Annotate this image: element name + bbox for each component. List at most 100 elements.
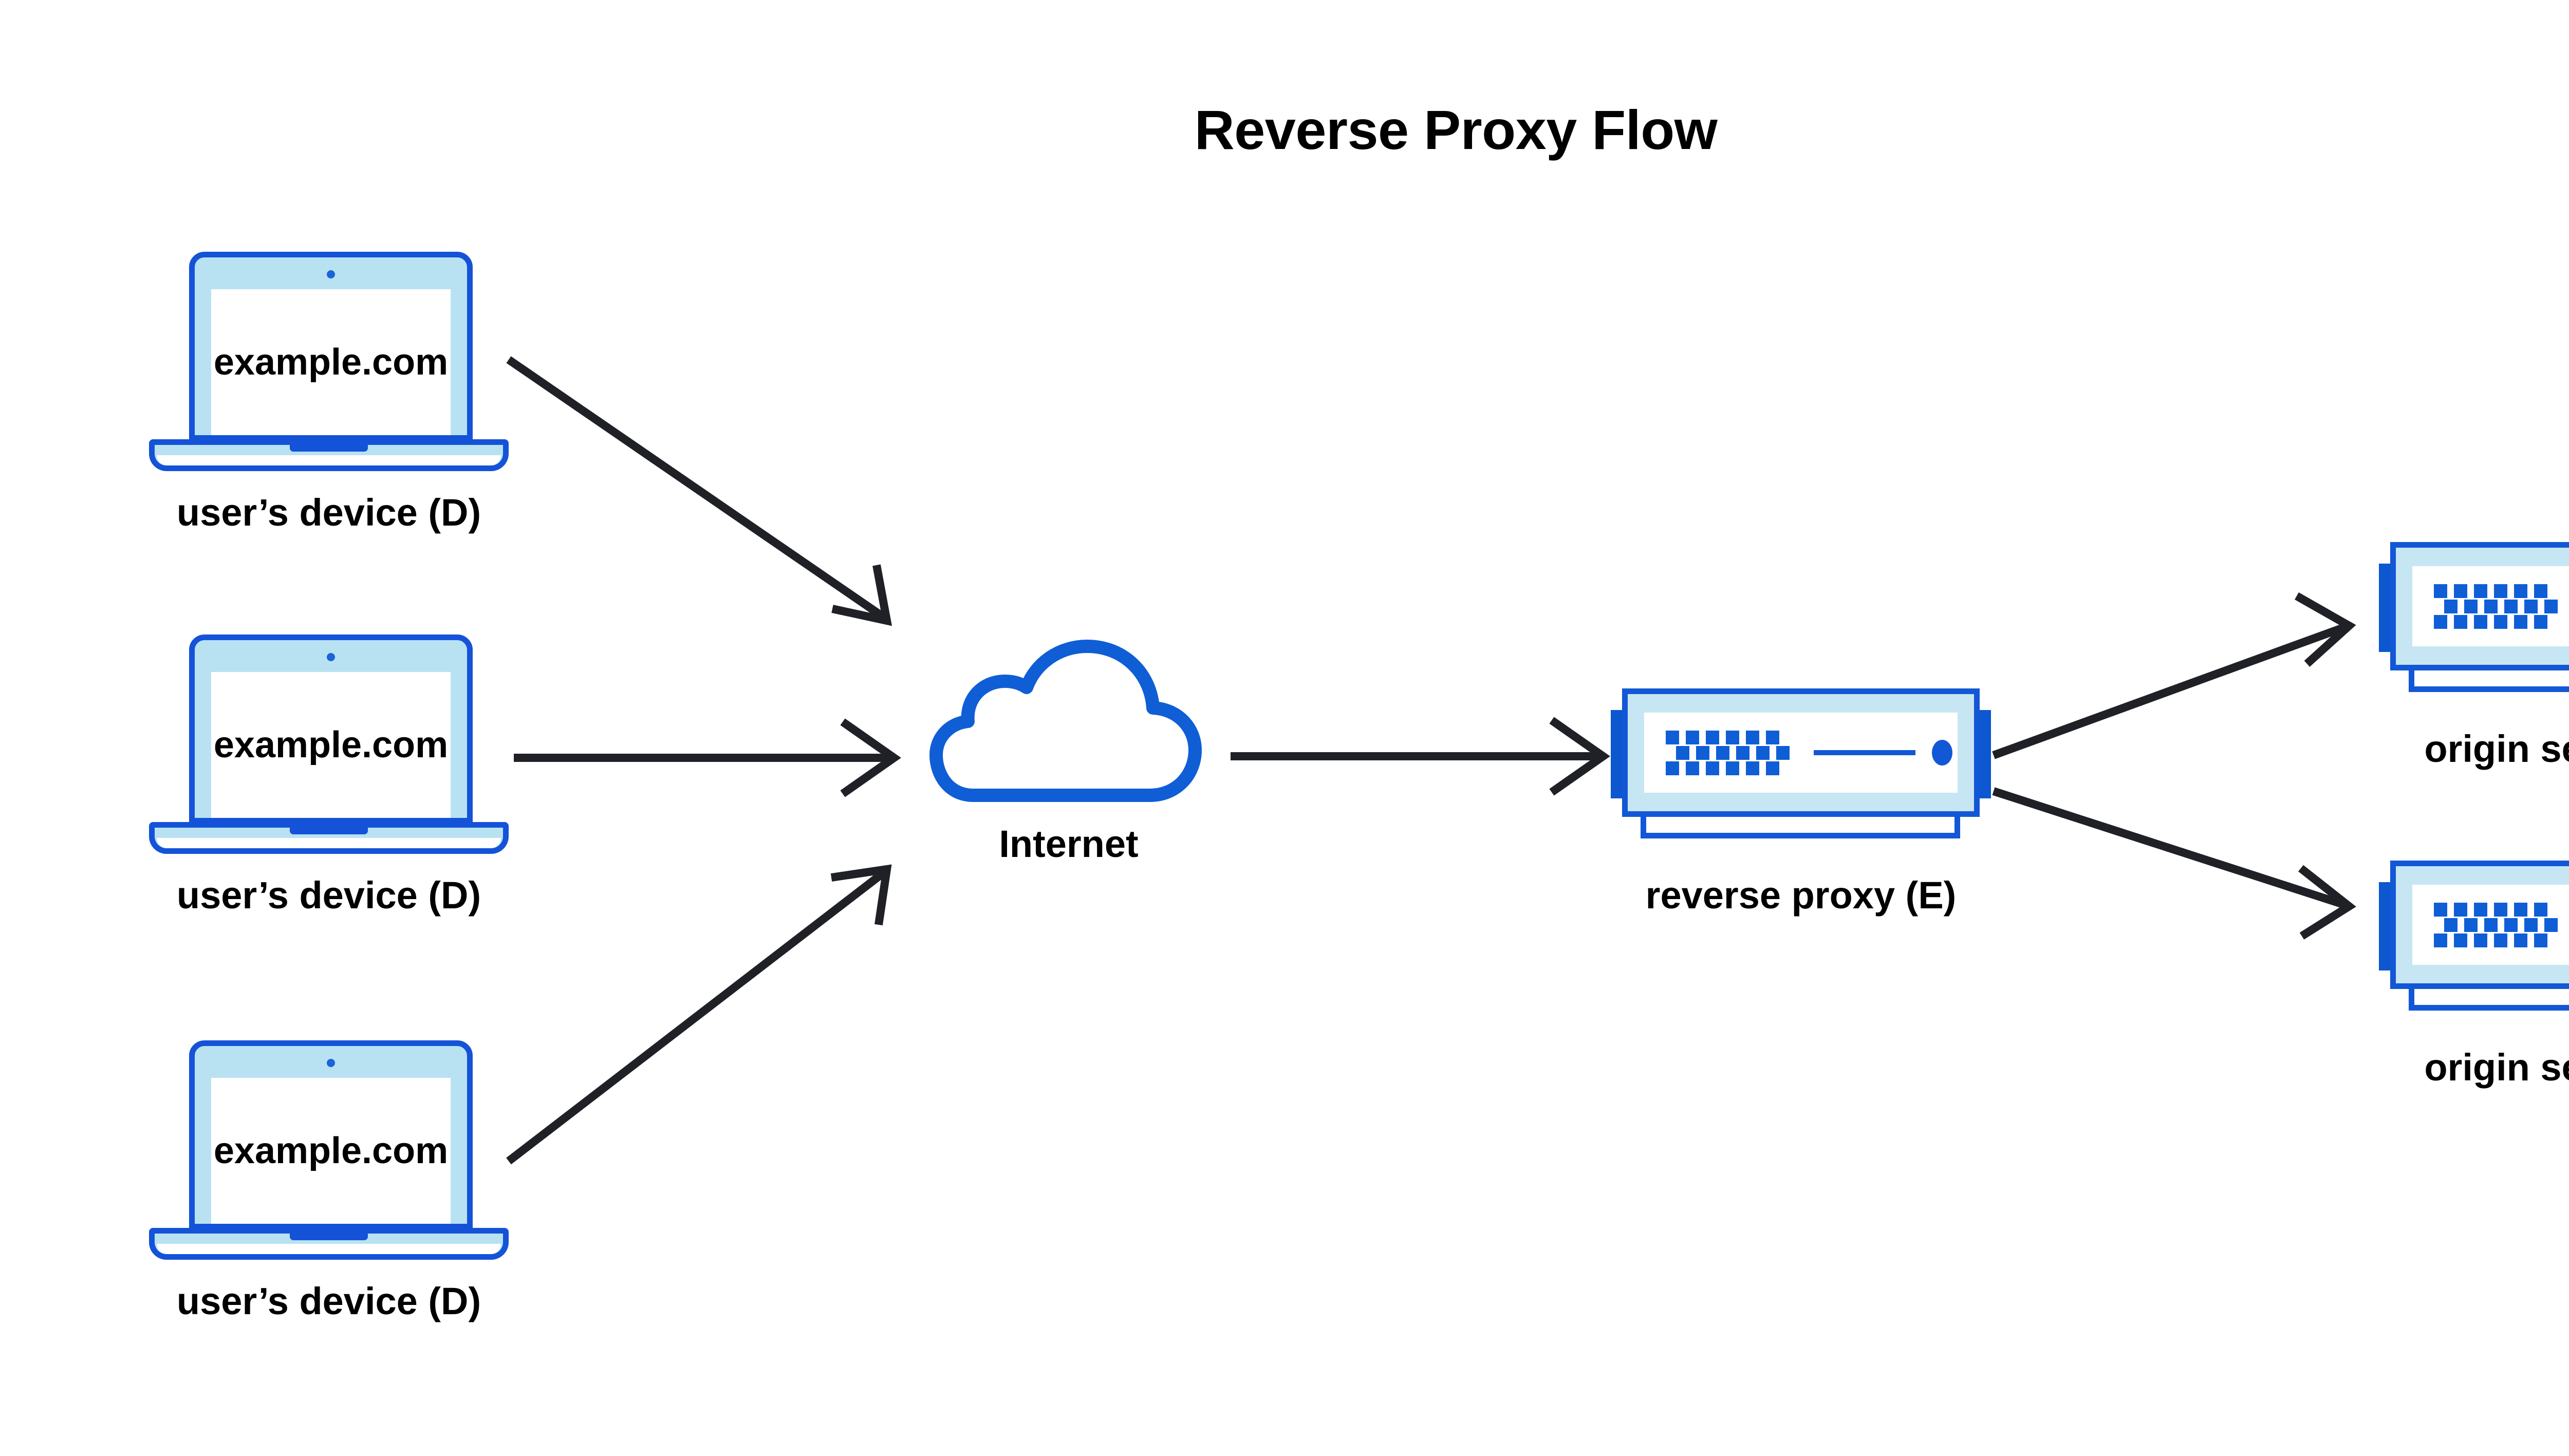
- server-stand: [1641, 813, 1960, 838]
- server-line: [1814, 750, 1915, 755]
- server-port-dot: [2534, 584, 2547, 598]
- server-port-dot: [2544, 918, 2558, 932]
- server-port-dot: [2494, 903, 2507, 917]
- server-port-dot: [2434, 584, 2447, 598]
- base-strip: [157, 838, 501, 848]
- page-title: Reverse Proxy Flow: [1194, 99, 1718, 161]
- server-port-dot: [2434, 615, 2447, 629]
- laptop-icon: example.com: [149, 252, 509, 473]
- server-port-dot: [2514, 584, 2527, 598]
- laptop-screen: example.com: [211, 289, 451, 435]
- laptop-icon: example.com: [149, 634, 509, 855]
- server-port-dot: [1676, 746, 1689, 760]
- server-panel: [2412, 885, 2569, 965]
- server-port-grid: [2434, 584, 2562, 629]
- server-port-dot: [2494, 584, 2507, 598]
- server-port-dot: [2444, 918, 2458, 932]
- server-port-dot: [2534, 903, 2547, 917]
- camera-dot-icon: [327, 270, 335, 278]
- server-port-dot: [2524, 600, 2538, 613]
- laptop-screen: example.com: [211, 1078, 451, 1224]
- client-middle[interactable]: example.com user’s device (D): [149, 634, 509, 917]
- arrow-proxy-to-origin-top: [1992, 592, 2356, 759]
- server-port-dot: [2484, 600, 2498, 613]
- server-port-dot: [1726, 761, 1739, 775]
- server-port-dot: [2434, 934, 2447, 947]
- server-body: [2390, 861, 2569, 989]
- server-port-dot: [1686, 761, 1699, 775]
- server-icon: [2379, 850, 2569, 1020]
- server-icon: [1611, 678, 1991, 848]
- server-port-dot: [2434, 903, 2447, 917]
- server-body: [2390, 542, 2569, 670]
- base-strip: [157, 455, 501, 465]
- client-top[interactable]: example.com user’s device (D): [149, 252, 509, 534]
- reverse-proxy[interactable]: reverse proxy (E): [1611, 678, 1991, 917]
- server-port-dot: [2544, 600, 2558, 613]
- server-port-dot: [2464, 600, 2478, 613]
- screen-url-text: example.com: [213, 724, 449, 766]
- server-port-dot: [1706, 731, 1719, 744]
- server-port-grid: [1666, 731, 1794, 775]
- server-port-dot: [2444, 600, 2458, 613]
- cloud-icon: [929, 640, 1202, 802]
- server-port-dot: [2514, 934, 2527, 947]
- server-port-dot: [2494, 615, 2507, 629]
- client-top-label: user’s device (D): [176, 491, 481, 534]
- server-port-dot: [2474, 584, 2487, 598]
- server-port-grid: [2434, 903, 2562, 947]
- server-port-dot: [2474, 903, 2487, 917]
- server-port-dot: [2494, 934, 2507, 947]
- laptop-screen: example.com: [211, 672, 451, 818]
- server-stand: [2409, 985, 2569, 1011]
- server-port-dot: [2474, 615, 2487, 629]
- trackpad-notch: [290, 1234, 368, 1240]
- server-port-dot: [2514, 615, 2527, 629]
- server-port-dot: [2524, 918, 2538, 932]
- origin-top-label: origin server (F): [2424, 727, 2569, 770]
- trackpad-notch: [290, 445, 368, 452]
- server-port-dot: [2534, 934, 2547, 947]
- server-port-dot: [2454, 903, 2467, 917]
- laptop-lid: example.com: [189, 252, 473, 441]
- server-stand: [2409, 666, 2569, 692]
- base-strip: [157, 1244, 501, 1254]
- origin-top[interactable]: origin server (F): [2379, 532, 2569, 770]
- server-icon: [2379, 532, 2569, 701]
- server-port-dot: [1776, 746, 1790, 760]
- client-middle-label: user’s device (D): [176, 874, 481, 917]
- server-port-dot: [2514, 903, 2527, 917]
- internet-cloud[interactable]: Internet: [925, 632, 1213, 865]
- screen-url-text: example.com: [213, 1130, 449, 1171]
- screen-url-text: example.com: [213, 342, 449, 383]
- laptop-base: [149, 1228, 509, 1260]
- laptop-base: [149, 822, 509, 854]
- server-port-dot: [2484, 918, 2498, 932]
- server-body: [1622, 688, 1980, 817]
- origin-bottom-label: origin server (F): [2424, 1046, 2569, 1089]
- server-led-icon: [1932, 740, 1952, 766]
- trackpad-notch: [290, 828, 368, 834]
- laptop-lid: example.com: [189, 634, 473, 824]
- server-port-dot: [1716, 746, 1729, 760]
- server-port-dot: [1666, 761, 1679, 775]
- server-port-dot: [2454, 584, 2467, 598]
- server-port-dot: [1666, 731, 1679, 744]
- server-port-dot: [1686, 731, 1699, 744]
- client-bottom-label: user’s device (D): [176, 1280, 481, 1322]
- server-port-dot: [1746, 731, 1759, 744]
- arrow-proxy-to-origin-bottom: [1992, 787, 2356, 940]
- laptop-icon: example.com: [149, 1040, 509, 1261]
- server-port-dot: [1766, 761, 1779, 775]
- camera-dot-icon: [327, 653, 335, 661]
- arrow-client-middle-to-internet: [514, 718, 901, 797]
- server-port-dot: [2504, 918, 2518, 932]
- server-port-dot: [1746, 761, 1759, 775]
- laptop-lid: example.com: [189, 1040, 473, 1229]
- server-port-dot: [2504, 600, 2518, 613]
- origin-bottom[interactable]: origin server (F): [2379, 850, 2569, 1089]
- server-port-dot: [2534, 615, 2547, 629]
- client-bottom[interactable]: example.com user’s device (D): [149, 1040, 509, 1322]
- server-port-dot: [2474, 934, 2487, 947]
- camera-dot-icon: [327, 1059, 335, 1067]
